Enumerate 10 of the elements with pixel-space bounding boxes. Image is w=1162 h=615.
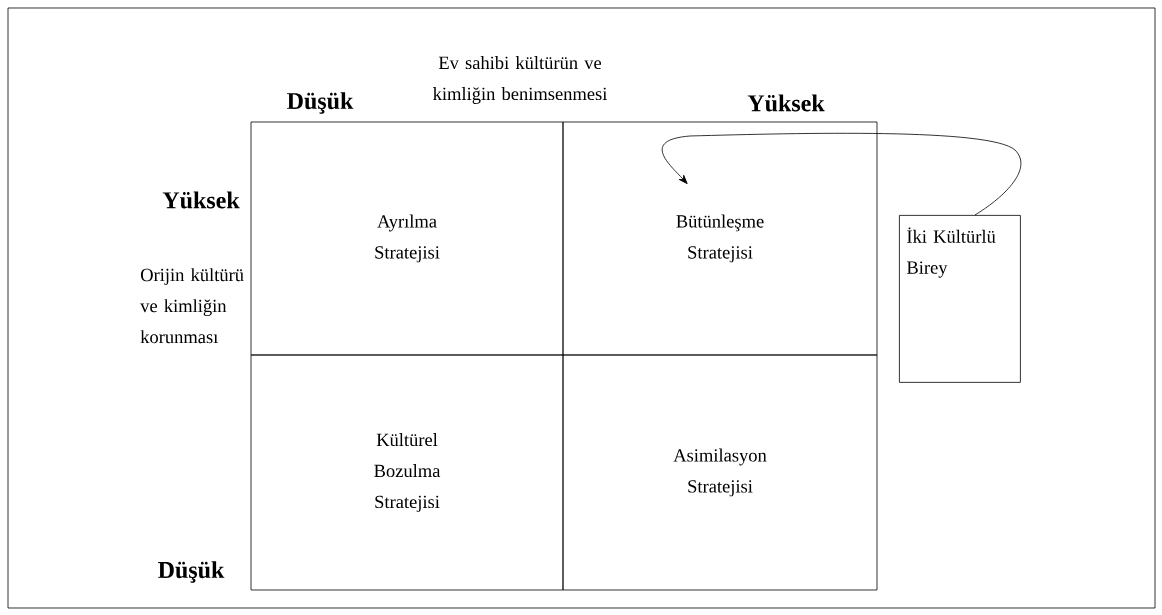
axis-title: Orijin kültürü ve kimliğin korunması xyxy=(140,268,244,344)
strategy-cell: Asimilasyon Stratejisi xyxy=(562,354,878,591)
axis-title: Ev sahibi kültürün ve kimliğin benimsenmesi xyxy=(433,56,607,104)
strategy-cell: Kültürel Bozulma Stratejisi xyxy=(250,354,564,591)
axis-level-label: Düşük xyxy=(158,561,225,583)
text-box: İki Kültürlü Birey xyxy=(899,215,1021,383)
strategy-cell: Bütünleşme Stratejisi xyxy=(562,121,878,356)
curved-arrow xyxy=(661,132,1022,216)
axis-level-label: Yüksek xyxy=(747,94,825,112)
strategy-cell: Ayrılma Stratejisi xyxy=(250,121,564,356)
